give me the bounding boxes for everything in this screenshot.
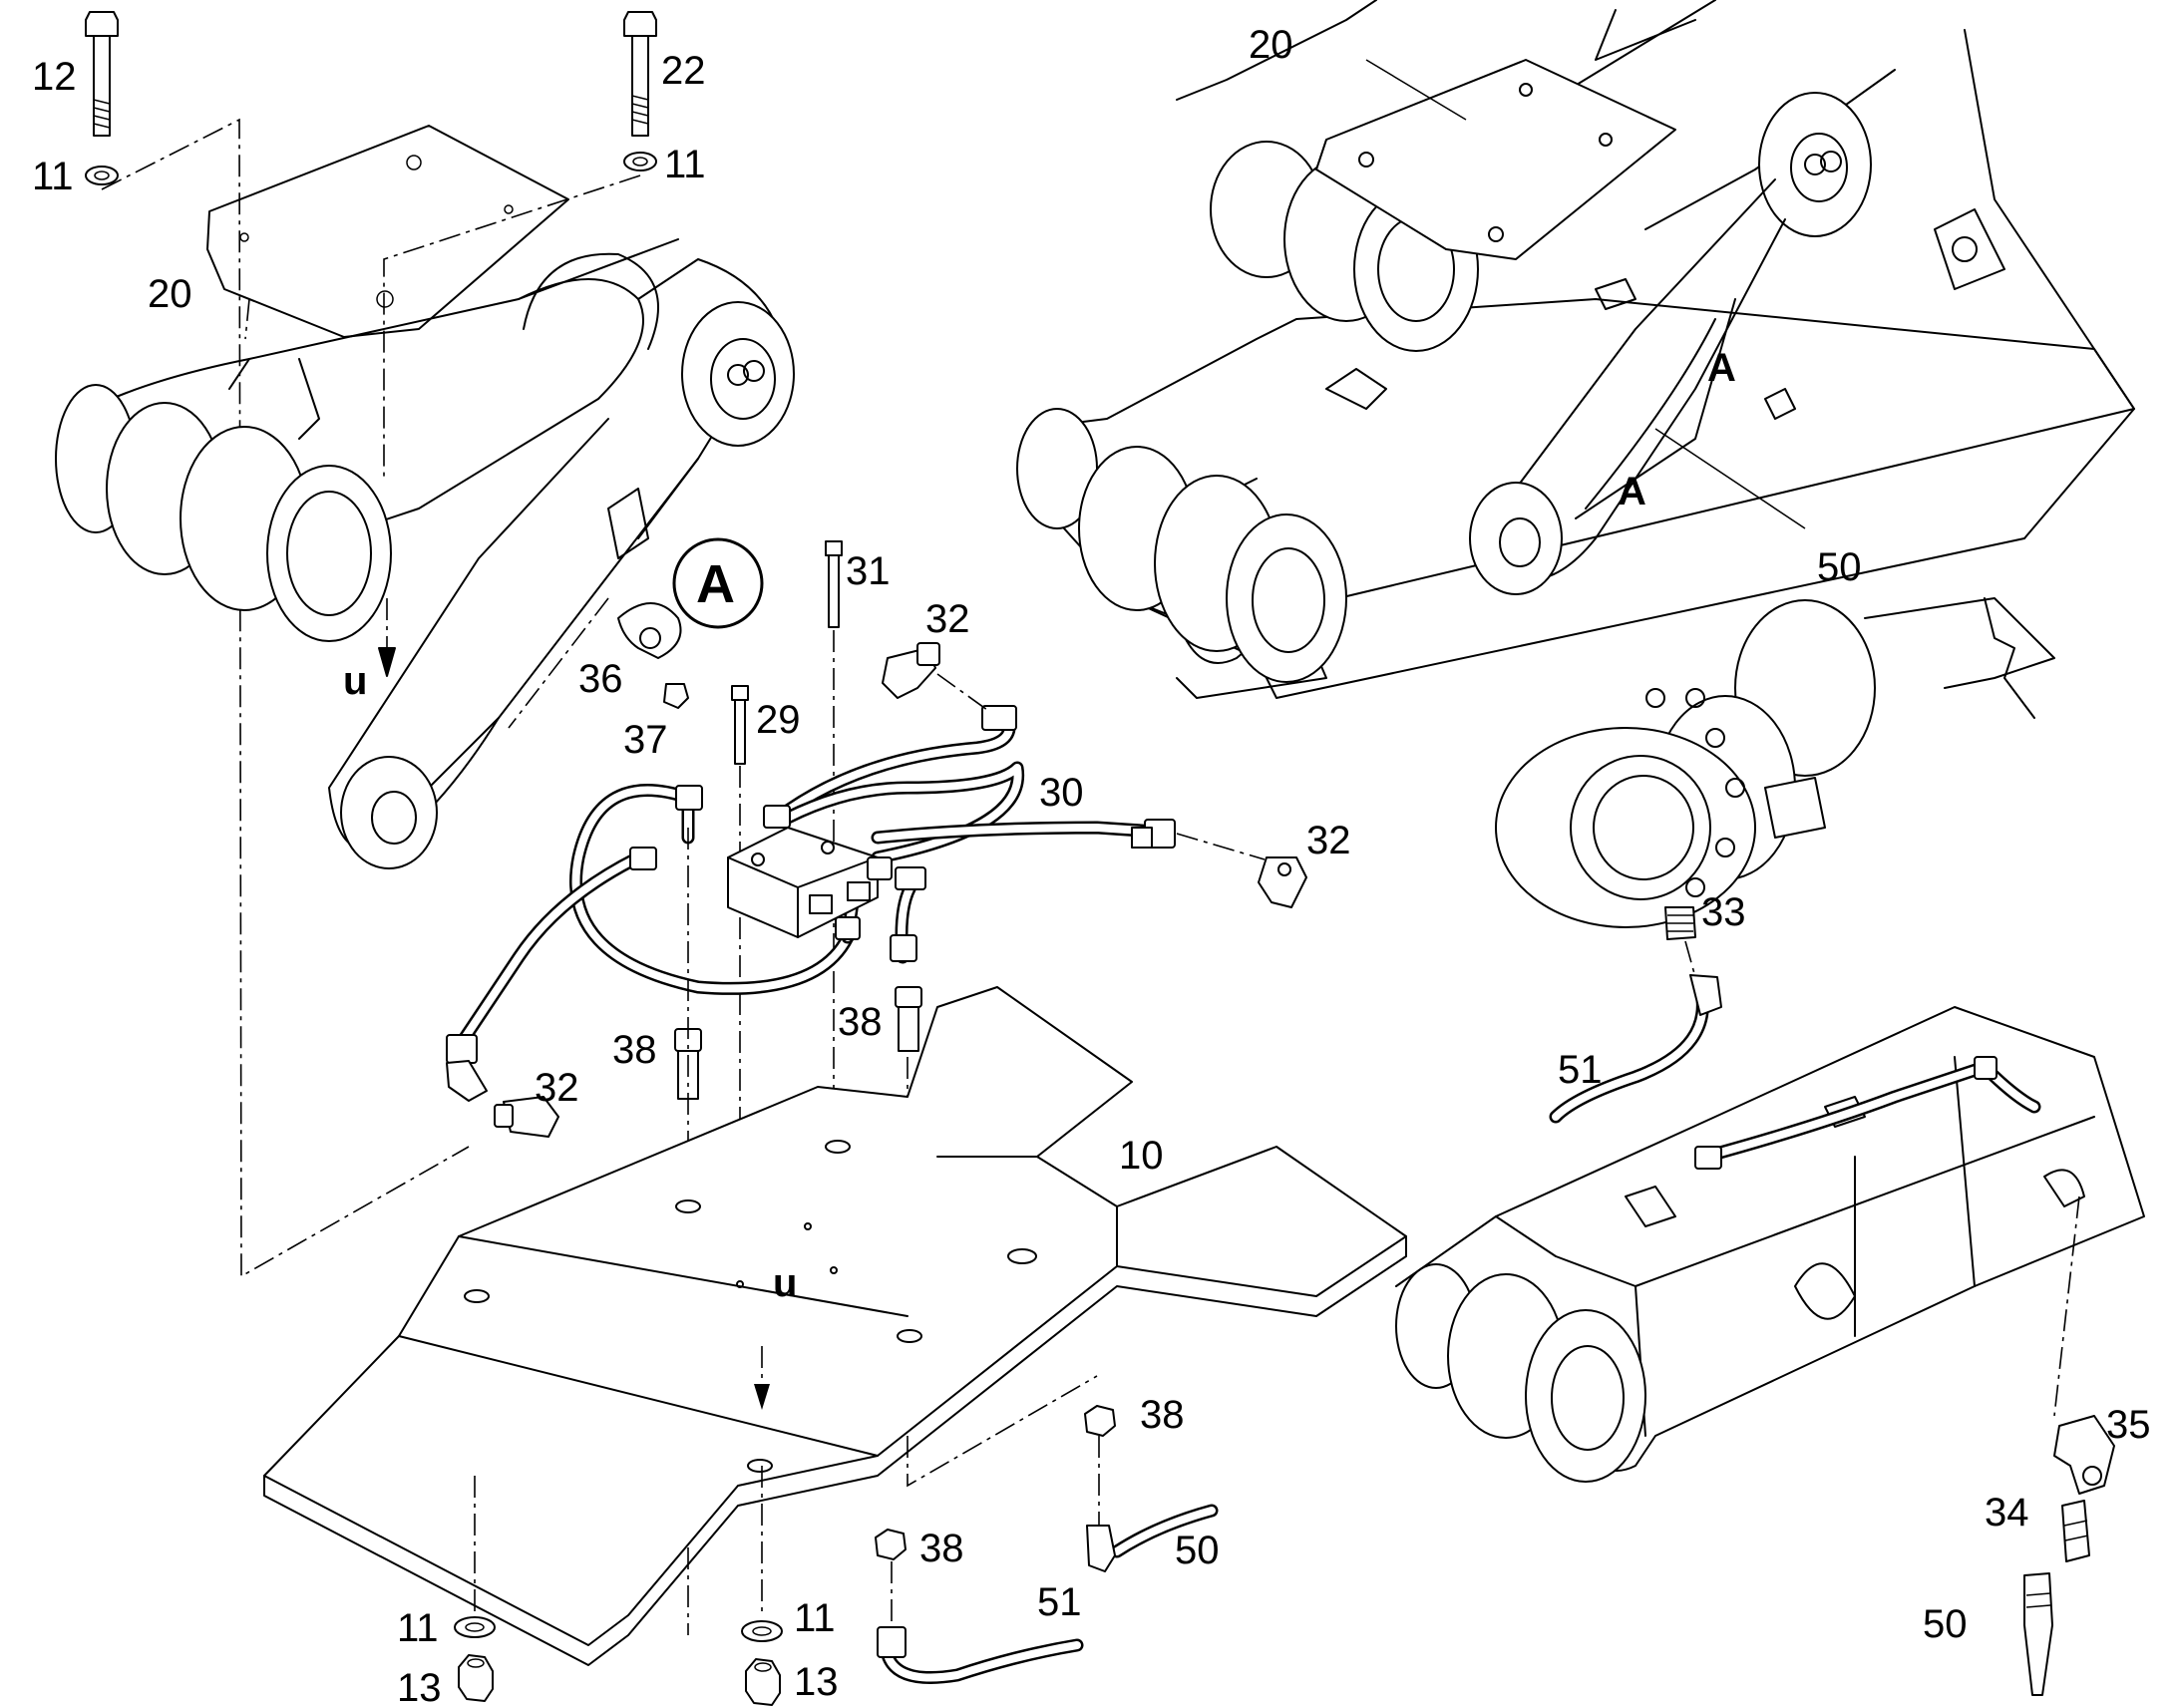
bolt-37 bbox=[663, 683, 689, 709]
label-38-lower: 38 bbox=[919, 1527, 964, 1570]
label-34: 34 bbox=[1985, 1491, 2029, 1535]
installed-frame-top-right bbox=[1016, 0, 2135, 699]
label-u-center: u bbox=[773, 1261, 797, 1305]
label-u-left: u bbox=[343, 659, 367, 703]
bolt-12 bbox=[85, 11, 119, 137]
hose-fittings bbox=[446, 705, 1176, 1064]
hose-51-bottom bbox=[877, 1626, 1084, 1684]
label-50-bottom: 50 bbox=[1175, 1529, 1220, 1572]
label-a-lower: A bbox=[1618, 470, 1646, 513]
alignment-line bbox=[101, 118, 470, 1278]
label-51-bottom: 51 bbox=[1037, 1580, 1082, 1624]
label-37: 37 bbox=[623, 718, 668, 762]
label-33: 33 bbox=[1701, 890, 1746, 934]
alignment-line bbox=[1684, 940, 1696, 978]
washer-11-bottom-left bbox=[454, 1616, 496, 1638]
tee-fitting-32-right bbox=[1176, 833, 1307, 908]
tee-fitting-32-top bbox=[882, 642, 988, 711]
label-11-bottom-center: 11 bbox=[794, 1596, 836, 1640]
label-20-right: 20 bbox=[1249, 23, 1293, 67]
label-13-bottom-center: 13 bbox=[794, 1660, 839, 1704]
label-20-left: 20 bbox=[148, 272, 192, 316]
elbow-fitting-35 bbox=[2053, 1415, 2115, 1495]
installed-frame-bottom-right bbox=[1395, 1006, 2145, 1483]
label-11-topleft: 11 bbox=[32, 155, 74, 198]
nut-13-bottom-left bbox=[458, 1654, 494, 1702]
bolt-31 bbox=[825, 540, 843, 628]
label-32-top: 32 bbox=[925, 597, 970, 641]
hose-51-right bbox=[1549, 974, 1722, 1124]
cover-plate-20-right bbox=[1315, 59, 1676, 260]
cover-plate-20-left bbox=[206, 125, 569, 338]
hose-end-50-right bbox=[2023, 1572, 2053, 1696]
label-10: 10 bbox=[1119, 1134, 1164, 1178]
hub-motor bbox=[1495, 597, 2055, 928]
label-11-topright: 11 bbox=[664, 143, 706, 186]
bolt-29 bbox=[731, 685, 749, 765]
adapter-34 bbox=[2061, 1500, 2090, 1562]
clamp-36 bbox=[617, 602, 682, 659]
detail-callout-marker bbox=[672, 537, 764, 629]
leader-line bbox=[1365, 59, 1467, 121]
nut-38-lower bbox=[875, 1529, 907, 1560]
label-38-upper: 38 bbox=[1140, 1393, 1185, 1437]
valve-block bbox=[727, 827, 879, 938]
label-13-bottom-left: 13 bbox=[397, 1666, 442, 1708]
tee-fitting-32-bottom bbox=[446, 1060, 559, 1138]
label-35: 35 bbox=[2106, 1403, 2151, 1447]
carrier-frame-left bbox=[55, 238, 795, 869]
label-30: 30 bbox=[1039, 771, 1084, 815]
nut-38-upper bbox=[1084, 1405, 1116, 1437]
label-50-bottom-right: 50 bbox=[1923, 1602, 1968, 1646]
label-29: 29 bbox=[756, 698, 801, 742]
alignment-line bbox=[508, 597, 609, 729]
label-32-bottom: 32 bbox=[535, 1066, 579, 1110]
fitting-38-middle bbox=[895, 986, 922, 1052]
nut-13-bottom-center bbox=[745, 1658, 781, 1706]
washer-11-bottom-center bbox=[741, 1620, 783, 1642]
label-50-top-right: 50 bbox=[1817, 545, 1862, 589]
bolt-22 bbox=[623, 11, 657, 137]
label-12: 12 bbox=[32, 55, 77, 99]
base-plate-10 bbox=[263, 986, 1407, 1666]
label-32-right: 32 bbox=[1306, 819, 1351, 862]
label-38-middle: 38 bbox=[838, 1000, 883, 1044]
hose-50-bottom bbox=[1086, 1504, 1219, 1572]
direction-arrow-u-left bbox=[378, 598, 396, 677]
label-38-left: 38 bbox=[612, 1028, 657, 1072]
label-51-right: 51 bbox=[1558, 1048, 1603, 1092]
label-a-upper: A bbox=[1707, 346, 1736, 390]
direction-arrow-u-center bbox=[754, 1346, 770, 1410]
alignment-line bbox=[2053, 1196, 2080, 1417]
label-11-bottom-left: 11 bbox=[397, 1606, 439, 1650]
label-31: 31 bbox=[846, 549, 891, 593]
washer-11-topright bbox=[623, 152, 657, 171]
label-detail-a-marker: A bbox=[696, 554, 735, 614]
label-22: 22 bbox=[661, 49, 706, 93]
fitting-33 bbox=[1664, 906, 1696, 940]
alignment-line bbox=[383, 174, 641, 479]
alignment-line bbox=[244, 298, 250, 340]
label-36: 36 bbox=[578, 657, 623, 701]
washer-11-topleft bbox=[85, 166, 119, 185]
leader-line bbox=[1654, 428, 1806, 529]
